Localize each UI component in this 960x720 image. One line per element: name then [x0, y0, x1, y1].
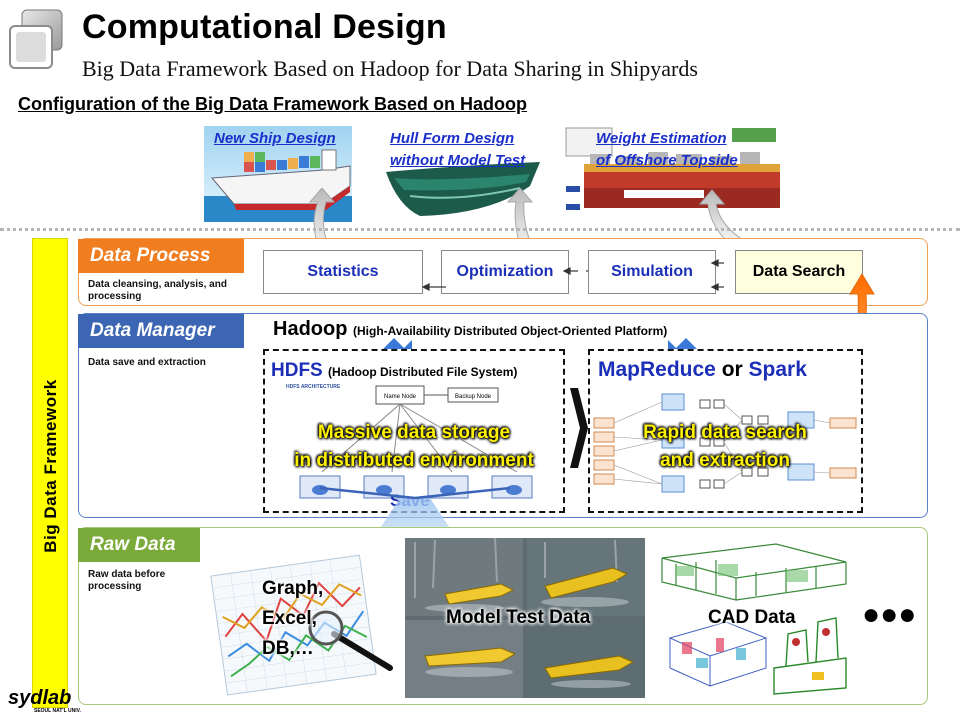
hdfs-architecture-caption: HDFS ARCHITECTURE	[286, 384, 341, 390]
step-statistics[interactable]: Statistics	[263, 250, 423, 294]
app-hull-form-design-line1[interactable]: Hull Form Design	[390, 130, 515, 147]
sydlab-tagline: SEOUL NAT'L UNIV.	[34, 708, 81, 714]
hadoop-name: Hadoop	[273, 318, 348, 340]
name-node-label: Name Node	[384, 394, 417, 400]
raw-graph-line3: DB,…	[262, 638, 314, 659]
page-subtitle: Big Data Framework Based on Hadoop for D…	[82, 56, 698, 81]
raw-model-test-label: Model Test Data	[446, 607, 591, 628]
raw-graph-line2: Excel,	[262, 608, 317, 629]
app-weight-estimation-line1[interactable]: Weight Estimation	[596, 130, 727, 147]
step-optimization[interactable]: Optimization	[441, 250, 569, 294]
app-hull-form-design-line2[interactable]: without Model Test	[390, 152, 526, 169]
data-process-label: Data Process	[78, 239, 244, 273]
cad-data-image	[656, 538, 852, 698]
section-divider	[0, 228, 960, 231]
or-word: or	[721, 358, 743, 381]
backup-node-label: Backup Node	[455, 394, 492, 400]
app-new-ship-design[interactable]: New Ship Design	[214, 130, 336, 147]
hull-form-image	[380, 126, 546, 222]
raw-data-label: Raw Data	[78, 528, 200, 562]
data-manager-label: Data Manager	[78, 314, 244, 348]
hadoop-fullname: (High-Availability Distributed Object-Or…	[353, 324, 668, 338]
offshore-topside-image	[564, 126, 782, 222]
raw-cad-label: CAD Data	[708, 607, 796, 628]
mapreduce-search-line2: and extraction	[660, 450, 790, 471]
mapreduce-search-line1: Rapid data search	[643, 422, 807, 443]
raw-data-desc: Raw data before processing	[88, 569, 166, 592]
step-data-search[interactable]: Data Search	[735, 250, 863, 294]
app-weight-estimation-line2[interactable]: of Offshore Topside	[596, 152, 738, 169]
spark-name: Spark	[748, 358, 807, 381]
hdfs-storage-line1: Massive data storage	[317, 422, 511, 443]
graph-excel-image	[210, 554, 393, 696]
sydlab-logo: sydlab	[8, 687, 72, 709]
raw-graph-line1: Graph,	[262, 578, 324, 599]
hdfs-storage-line2: in distributed environment	[294, 450, 534, 471]
data-process-desc: Data cleansing, analysis, and processing	[88, 279, 227, 302]
hadoop-title: Hadoop (High-Availability Distributed Ob…	[273, 318, 667, 341]
page-title: Computational Design	[82, 8, 447, 46]
hdfs-to-mapreduce-arrow	[570, 388, 588, 468]
mapreduce-diagram	[593, 393, 857, 493]
model-test-image	[405, 538, 645, 698]
more-data-ellipsis: ●●●	[862, 598, 917, 631]
hdfs-name: HDFS	[271, 360, 323, 381]
mapreduce-name: MapReduce	[598, 358, 716, 381]
hdfs-fullname: (Hadoop Distributed File System)	[328, 365, 518, 379]
process-flow-arrows	[421, 259, 724, 291]
presentation-logo-icon	[9, 9, 63, 69]
section-title: Configuration of the Big Data Framework …	[18, 94, 528, 114]
hdfs-title: HDFS (Hadoop Distributed File System)	[271, 360, 517, 382]
step-simulation[interactable]: Simulation	[588, 250, 716, 294]
mapreduce-panel	[588, 349, 863, 513]
data-manager-desc: Data save and extraction	[88, 357, 206, 368]
big-data-framework-band: Big Data Framework	[32, 238, 68, 708]
mapreduce-title: MapReduce or Spark	[598, 358, 807, 382]
big-data-framework-label: Big Data Framework	[41, 379, 60, 553]
